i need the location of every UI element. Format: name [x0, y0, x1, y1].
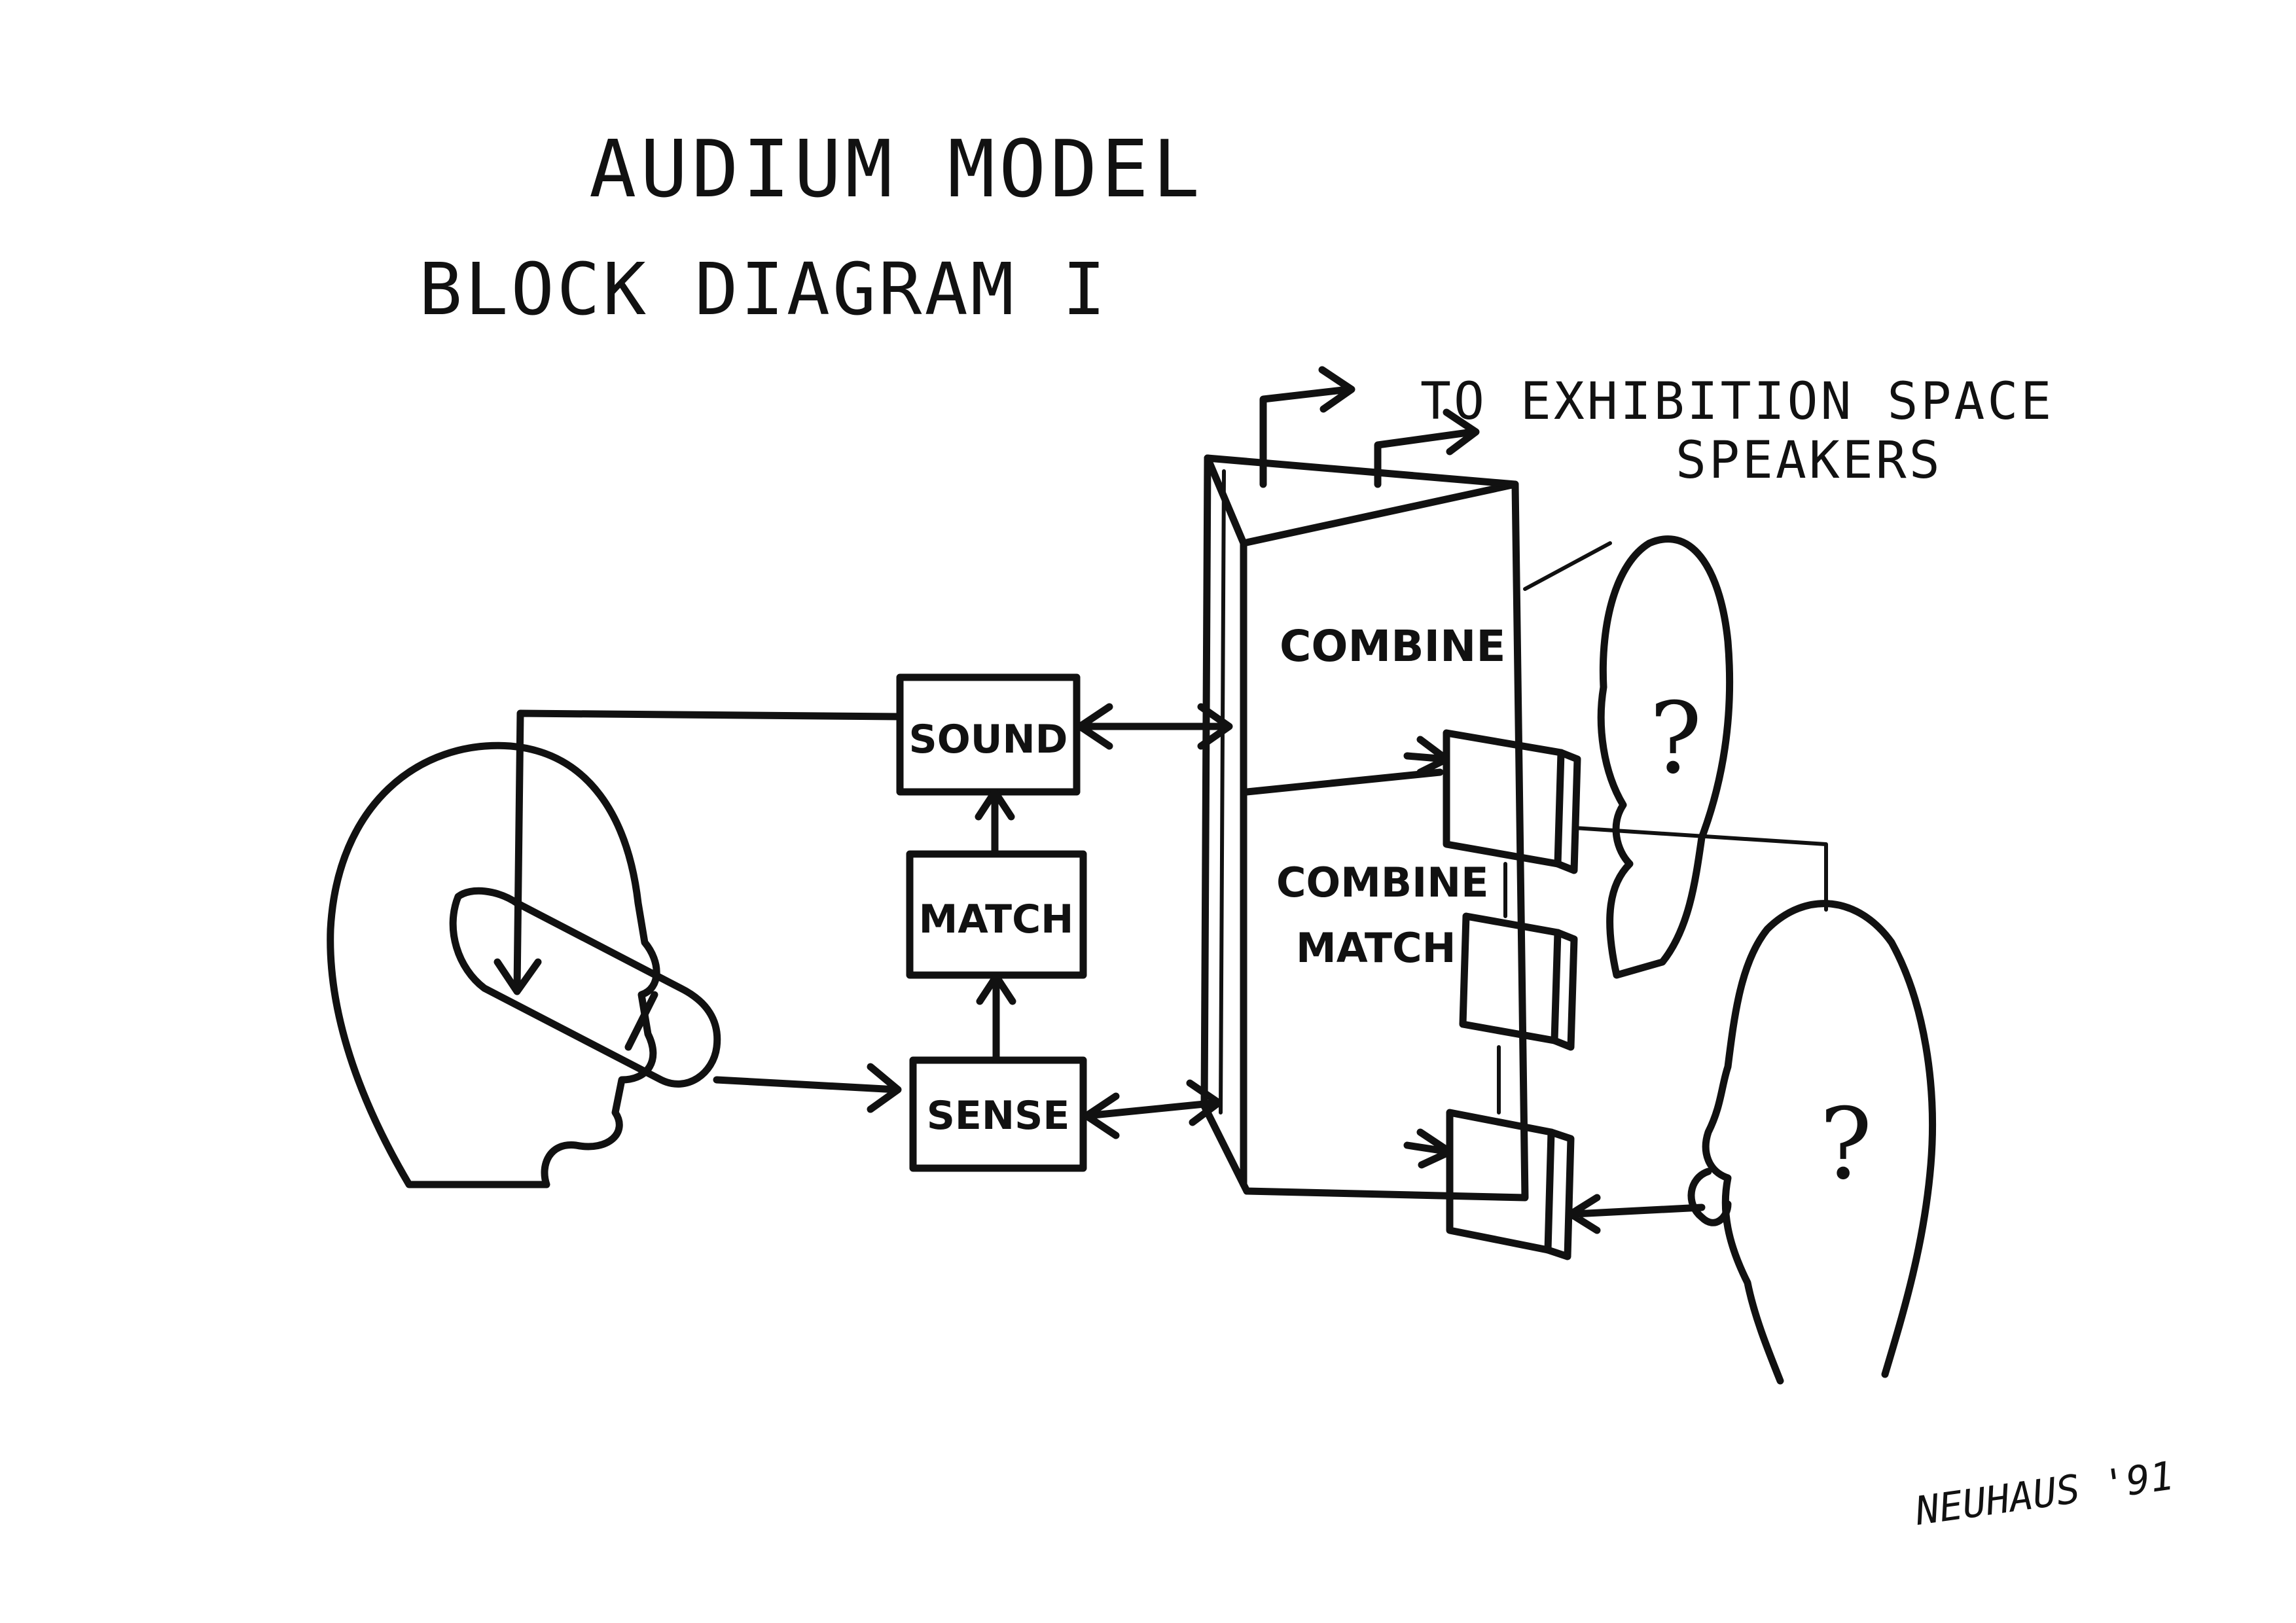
module-to-lower-listener — [1572, 826, 1828, 912]
upper-listener-question: ? — [1649, 682, 1702, 796]
speaker-head — [327, 741, 660, 1188]
lower-module — [1403, 1109, 1575, 1260]
sense-label: SENSE — [927, 1093, 1070, 1139]
match-to-sound-arrow — [975, 788, 1015, 858]
output-note-line2: SPEAKERS — [1676, 431, 1943, 490]
combine-label: COMBINE — [1280, 621, 1505, 671]
upper-listener-head — [1597, 535, 1734, 979]
output-note-line1: TO EXHIBITION SPACE — [1420, 372, 2054, 431]
lower-listener-to-module — [1567, 1194, 1706, 1234]
upper-module — [1403, 729, 1581, 874]
middle-module — [1459, 862, 1578, 1115]
feedback-arrowhead — [493, 958, 542, 995]
combine-match-label-2: MATCH — [1296, 924, 1456, 972]
diagram-subtitle: BLOCK DIAGRAM I — [419, 247, 1108, 331]
match-block: MATCH — [906, 850, 1087, 979]
output-arrow-2 — [1374, 408, 1480, 488]
signature: NEUHAUS '91 — [1912, 1453, 2176, 1535]
sense-tower-link — [1083, 1079, 1223, 1139]
diagram-title: AUDIUM MODEL — [589, 124, 1204, 215]
lower-listener-question: ? — [1820, 1088, 1872, 1202]
combine-match-label-1: COMBINE — [1276, 859, 1488, 906]
match-label: MATCH — [919, 897, 1074, 942]
feedback-line — [513, 709, 904, 992]
microphone-handset — [449, 887, 721, 1088]
output-arrow-1 — [1259, 366, 1355, 488]
combine-tower — [1200, 454, 1529, 1202]
sense-block: SENSE — [909, 1056, 1087, 1172]
mic-to-sense-line — [713, 1076, 901, 1094]
sense-to-match-arrow — [976, 972, 1016, 1064]
sound-label: SOUND — [909, 717, 1068, 762]
tower-to-upper-listener — [1523, 541, 1612, 591]
lower-listener-head — [1687, 900, 1936, 1385]
sound-block: SOUND — [896, 673, 1081, 796]
mic-to-sense-arrowhead — [867, 1063, 902, 1113]
